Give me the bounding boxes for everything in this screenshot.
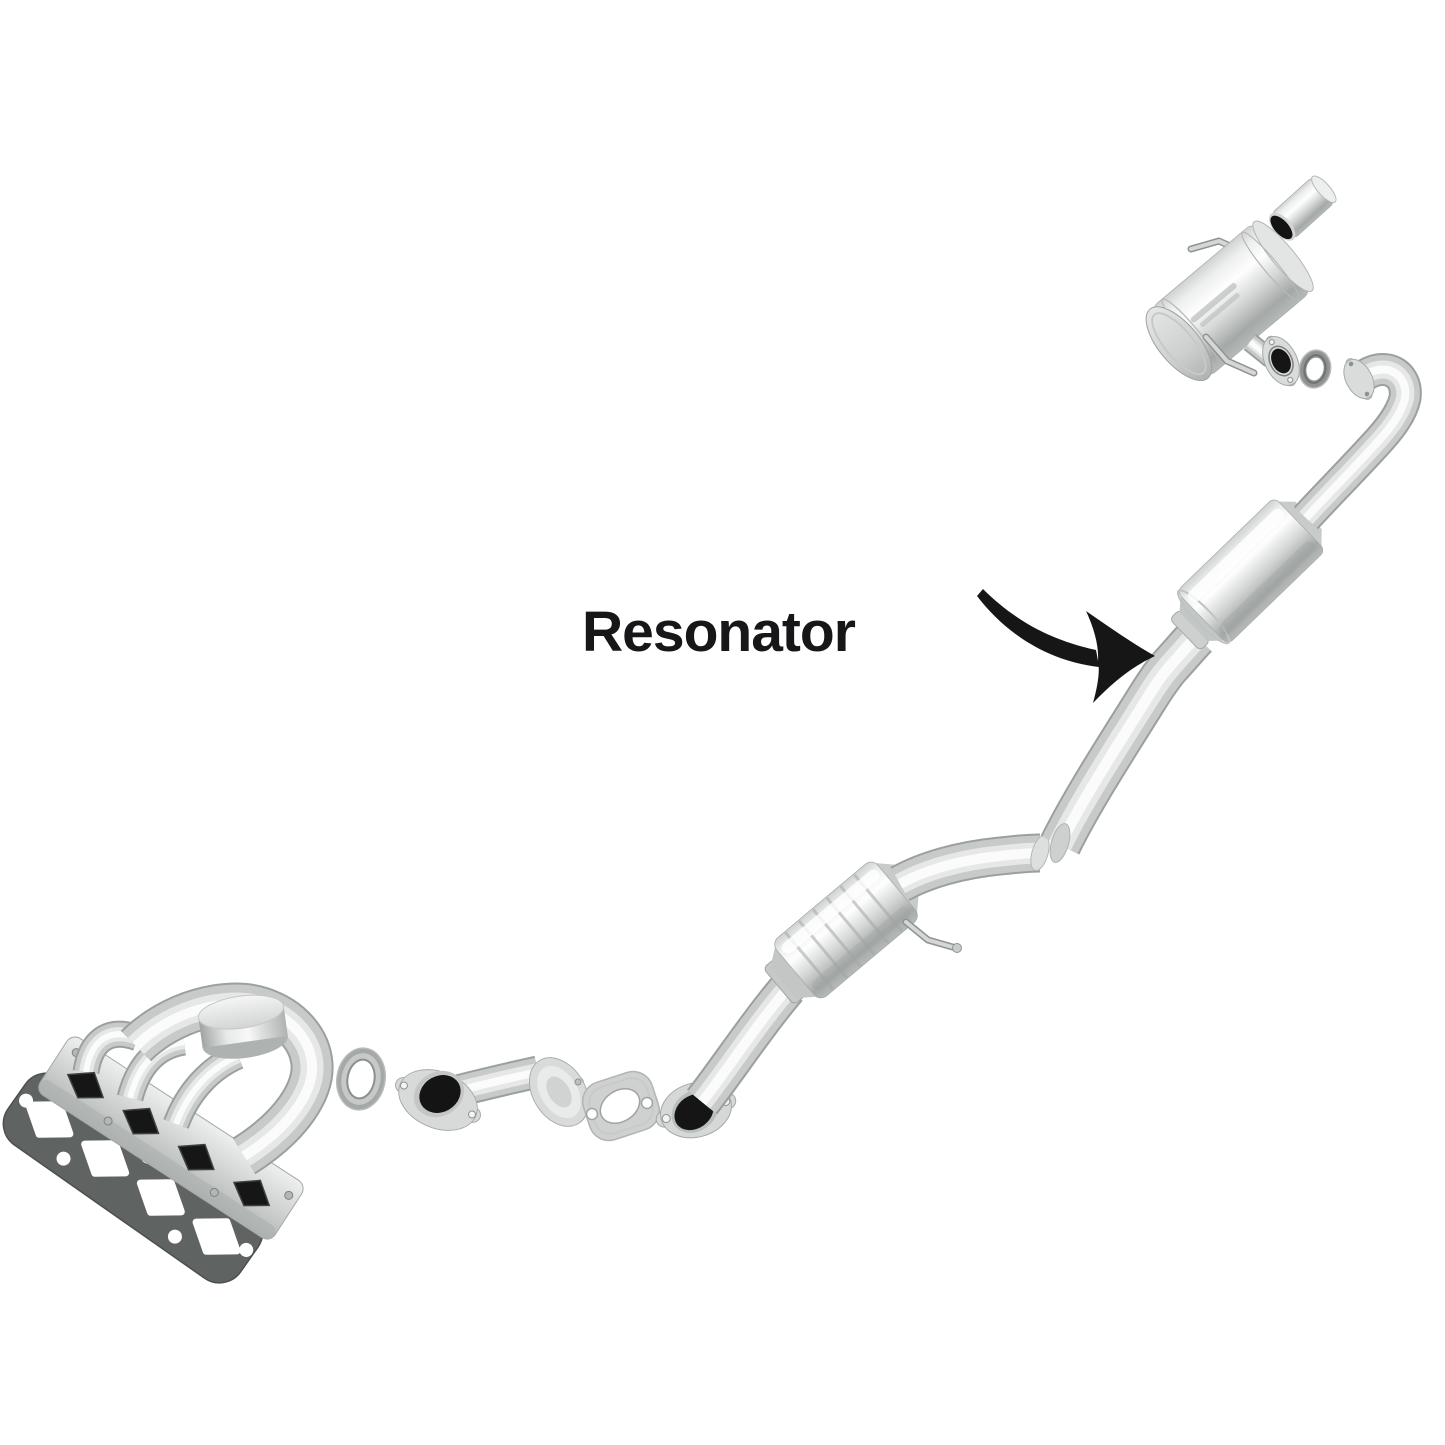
cap-top (197, 994, 285, 1030)
bell-throat (546, 1076, 572, 1108)
gasket-port-hole (25, 1101, 74, 1138)
front-pipe-bell-end (528, 1057, 590, 1127)
cat-outlet-pipe (900, 853, 1040, 884)
catalytic-converter (655, 833, 1053, 1139)
resonator-cone-inlet (1179, 595, 1224, 641)
resonator-shade (1219, 541, 1316, 635)
flange-bolt-hole (1287, 376, 1294, 383)
flange-gasket (581, 1070, 661, 1142)
cat-shade (812, 906, 911, 991)
inlet-opening (419, 1075, 461, 1113)
outlet-rim (1268, 345, 1294, 377)
flange-bolt-hole (468, 1110, 477, 1119)
resonator-end-rim (1176, 589, 1231, 645)
muffler-body (1145, 220, 1314, 382)
tip-rear-cap (1311, 175, 1337, 204)
gasket-bolt-hole (19, 1093, 34, 1108)
flange-bolt-hole (399, 1081, 408, 1090)
gasket-center-hole (599, 1088, 641, 1124)
muffler-seam (1241, 231, 1301, 302)
gasket-port-hole (192, 1218, 241, 1255)
muffler-emboss (1200, 293, 1240, 327)
cat-highlight (781, 869, 880, 954)
o-ring-gasket (1298, 349, 1332, 389)
tip-opening (1270, 215, 1293, 240)
gasket-bolt-hole (585, 1107, 599, 1121)
manifold-gasket (2, 1072, 264, 1284)
muffler-end-rear (1252, 220, 1314, 292)
rod-fill (1204, 335, 1256, 375)
donut-hole (346, 1058, 376, 1100)
resonator-highlight (1187, 508, 1285, 603)
flange-bolt-hole (1364, 391, 1370, 397)
muffler-outlet-flange (1262, 335, 1300, 387)
muffler-hanger-rod-top (1187, 237, 1234, 253)
muffler-hanger-rod-bottom (1202, 333, 1258, 377)
manifold-port-opening (122, 1107, 160, 1135)
muffler-end-cap-ring (1151, 312, 1207, 376)
resonator-pipe (1046, 353, 1405, 865)
flange-bolt-hole (103, 1116, 113, 1126)
resonator-shell (1178, 499, 1324, 643)
cat-inlet-pipe (702, 988, 788, 1102)
front-pipe (395, 1047, 590, 1131)
muffler-emboss (1190, 283, 1237, 323)
muffler (1145, 220, 1314, 387)
o-ring-inner-rim (1303, 354, 1327, 384)
rod-fill (1189, 239, 1232, 251)
flange-bolt-hole (1348, 361, 1354, 367)
donut-gasket (336, 1047, 386, 1111)
cat-cone-inlet (770, 947, 817, 999)
flange-plate (1343, 358, 1375, 400)
rod-ball-end (952, 943, 962, 953)
outlet-opening (1271, 348, 1291, 374)
gasket-port-hole (136, 1179, 185, 1216)
pipe-end-flange (1343, 358, 1375, 400)
muffler-end-cap (1145, 306, 1213, 382)
mid-pipe-cut-end (1049, 823, 1071, 863)
manifold-port-opening (66, 1071, 105, 1099)
gasket-bolt-hole (239, 1242, 254, 1257)
manifold-runner-3 (176, 1056, 238, 1124)
gasket-port-hole (81, 1140, 130, 1177)
exhaust-manifold (38, 990, 312, 1240)
gasket-bolt-hole (640, 1096, 654, 1110)
cat-body (764, 861, 919, 1004)
cat-hanger-rod (902, 918, 962, 953)
o-ring-hole (1306, 357, 1324, 381)
manifold-flex-cap (197, 994, 288, 1059)
manifold-flange-shade (38, 1079, 276, 1240)
exhaust-tip (1268, 175, 1337, 241)
gasket-bolt-hole (167, 1229, 182, 1244)
resonator-body (1171, 499, 1324, 650)
flange-bolt-hole (1268, 339, 1275, 346)
resonator-arrow (977, 589, 1155, 703)
flange-bolt-hole (209, 1187, 219, 1197)
manifold-port-opening (177, 1143, 215, 1171)
resonator-label: Resonator (582, 600, 856, 664)
manifold-ports (66, 1071, 271, 1207)
flange-bolt-hole (661, 1114, 671, 1124)
pipe-layer (702, 988, 788, 1102)
manifold-port-opening (232, 1179, 271, 1207)
flange-bolt-hole (284, 1190, 294, 1200)
rod-fill (904, 920, 958, 950)
gasket-bolt-hole (56, 1151, 71, 1166)
flange-bolt-hole (574, 1078, 582, 1086)
